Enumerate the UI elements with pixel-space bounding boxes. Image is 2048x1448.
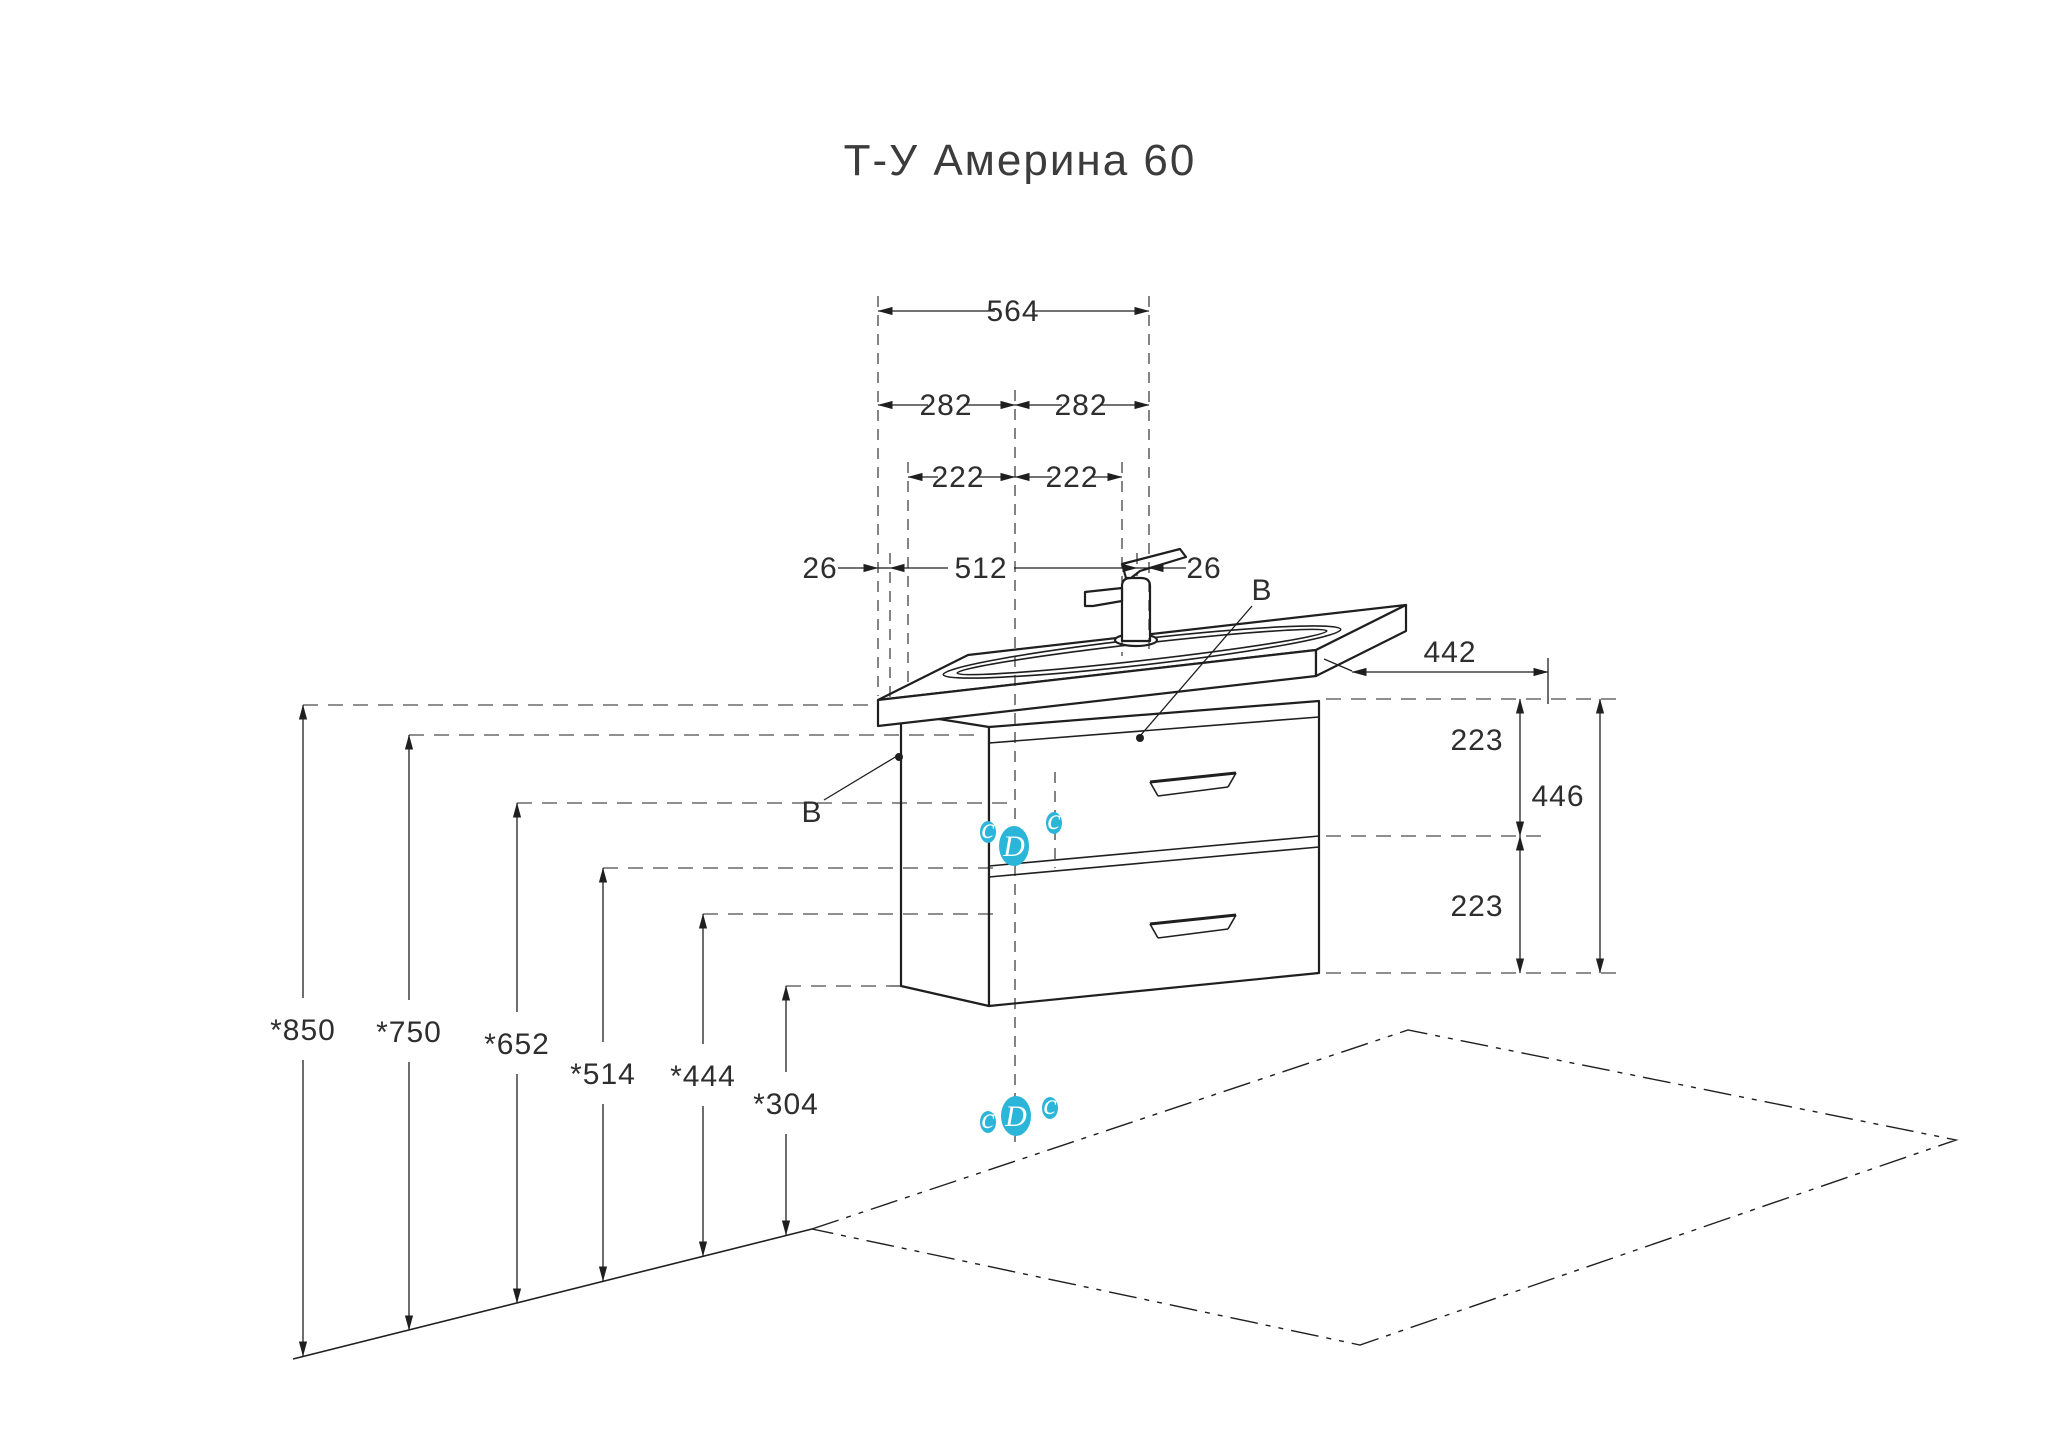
floor-supply-mark-right [1042, 1097, 1058, 1119]
dim-height-850: *850 [270, 704, 336, 1357]
dim-height-total: 446 [1531, 698, 1605, 974]
dim-height-514-value: *514 [570, 1058, 636, 1091]
dim-drawer-top-value: 223 [1450, 724, 1503, 757]
drawer-gap-lower [988, 846, 1320, 878]
faucet-lever [1120, 547, 1188, 580]
callout-b-left-dot [895, 753, 903, 761]
cabinet-front-panel [987, 699, 1321, 1008]
dim-height-750-value: *750 [376, 1016, 442, 1049]
drawer-gap-upper [988, 835, 1320, 867]
dim-height-304-value: *304 [753, 1088, 819, 1121]
drawer-top-reveal [988, 716, 1320, 744]
dim-height-652-value: *652 [484, 1028, 550, 1061]
dim-drawer-bottom-value: 223 [1450, 890, 1503, 923]
dim-height-444: *444 [670, 913, 736, 1257]
dim-depth-value: 442 [1423, 636, 1476, 669]
cabinet [899, 699, 1321, 1008]
dim-fixing-width-value: 512 [954, 552, 1007, 585]
dim-drawer-top: 223 [1450, 698, 1525, 837]
dim-half-left-value: 282 [919, 389, 972, 422]
dim-edge-right-value: 26 [1186, 552, 1221, 585]
floor-connection-marks: c D c [980, 1088, 1058, 1136]
callout-b-right-label: В [1251, 574, 1272, 607]
drain-mark-wall [999, 826, 1029, 866]
dim-drawer-bottom: 223 [1450, 835, 1525, 974]
dim-holes: 222 222 [907, 461, 1123, 494]
drawer-handle-top [1149, 771, 1237, 797]
dim-width-total: 564 [877, 295, 1150, 328]
dim-height-750: *750 [376, 734, 442, 1331]
wall-connection-marks: c D c [980, 803, 1062, 866]
dim-width-halves: 282 282 [877, 389, 1150, 422]
dim-height-444-value: *444 [670, 1060, 736, 1093]
washbasin [876, 603, 1408, 728]
dim-hole-right-value: 222 [1045, 461, 1098, 494]
drain-mark-wall-letter: D [1002, 830, 1025, 863]
dim-height-850-value: *850 [270, 1014, 336, 1047]
dim-width-total-value: 564 [986, 295, 1039, 328]
callout-b-right: В [1136, 574, 1272, 742]
supply-mark-left-letter: c [981, 812, 994, 845]
dim-height-304: *304 [753, 985, 819, 1236]
floor-supply-mark-left [980, 1111, 996, 1133]
reference-lines [303, 698, 1626, 987]
wall-floor-line [292, 1228, 813, 1360]
dim-height-652: *652 [484, 802, 550, 1304]
dim-depth: 442 [1323, 636, 1549, 704]
drain-mark-floor [1001, 1096, 1031, 1136]
floor-outline [809, 1029, 1959, 1346]
callout-b-right-dot [1136, 734, 1144, 742]
dim-fixing: 26 512 26 [802, 552, 1221, 585]
dim-height-total-value: 446 [1531, 780, 1584, 813]
faucet-body [1120, 576, 1152, 643]
floor [292, 1029, 1959, 1360]
dim-edge-left-value: 26 [802, 552, 837, 585]
faucet [1083, 547, 1188, 648]
callout-b-left-label: В [801, 796, 822, 829]
supply-mark-right-letter: c [1047, 803, 1060, 836]
dim-half-right-value: 282 [1054, 389, 1107, 422]
basin-side-apron [1314, 603, 1408, 678]
floor-supply-mark-left-letter: c [981, 1102, 994, 1135]
faucet-spout [1083, 586, 1124, 608]
dim-hole-left-value: 222 [931, 461, 984, 494]
drawing-title: Т-У Америна 60 [844, 136, 1197, 185]
supply-mark-left [980, 821, 996, 843]
drawer-handle-bottom [1149, 913, 1237, 939]
extension-lines [877, 296, 1150, 1150]
supply-mark-right [1046, 812, 1062, 834]
drain-mark-floor-letter: D [1004, 1100, 1027, 1133]
dim-height-514: *514 [570, 867, 636, 1282]
floor-supply-mark-right-letter: c [1043, 1088, 1056, 1121]
callout-b-left: В [801, 753, 903, 829]
cabinet-side-panel [899, 711, 991, 1008]
